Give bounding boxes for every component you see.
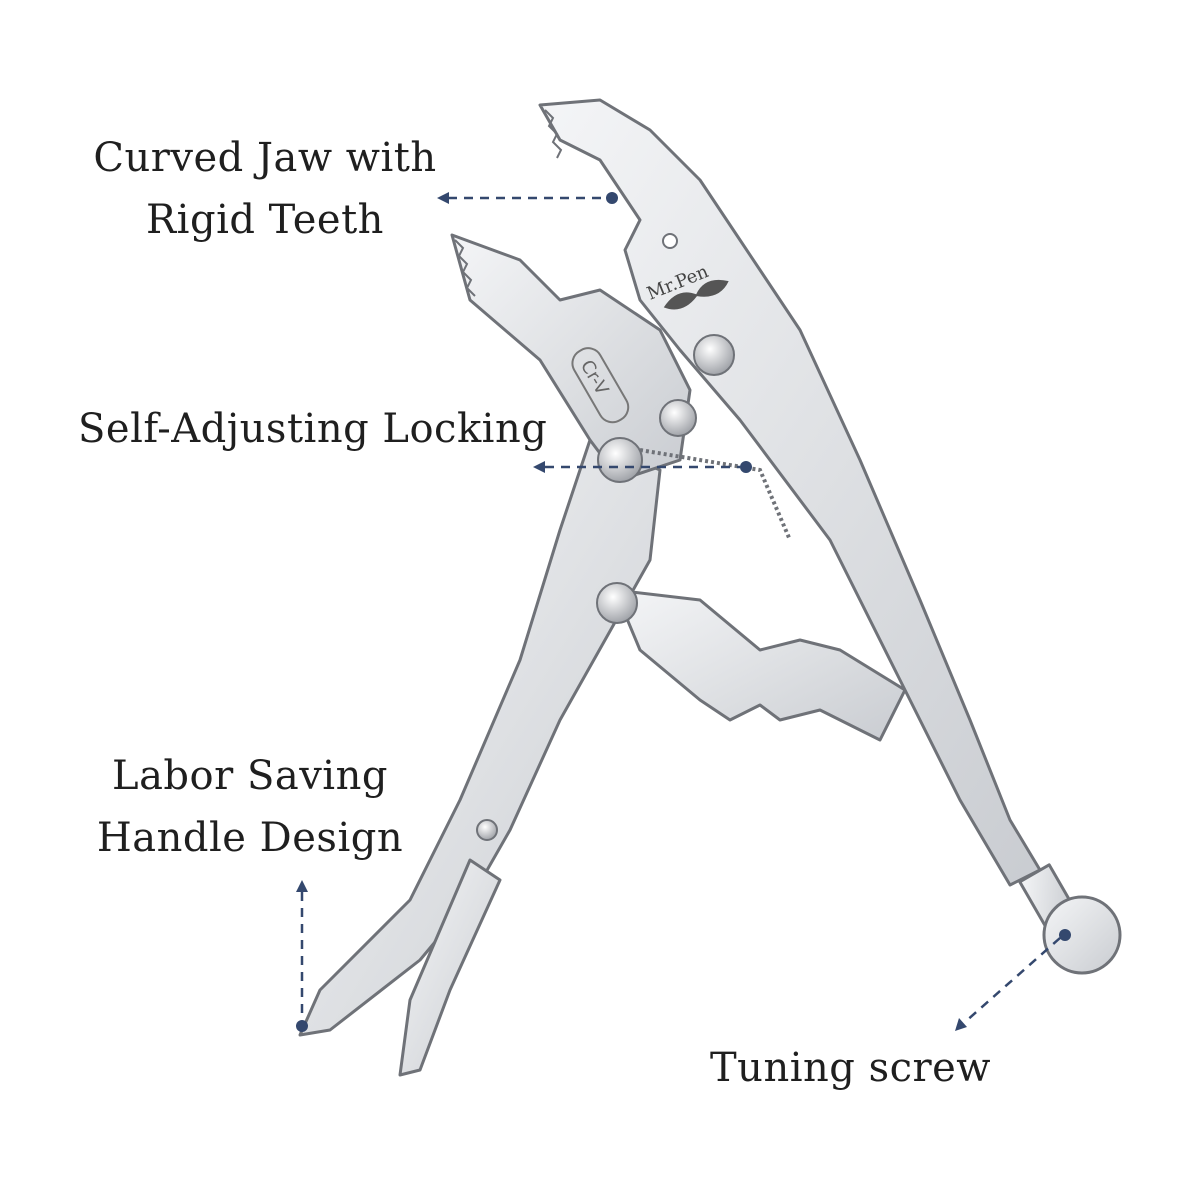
tuning-screw-knob	[1042, 895, 1122, 975]
arrowhead-icon	[533, 461, 545, 473]
handle-callout-line2: Handle Design	[96, 815, 404, 861]
mustache-icon	[663, 279, 729, 310]
rivet	[659, 399, 697, 437]
arrowhead-icon	[955, 1018, 967, 1031]
rivet	[662, 233, 678, 249]
spring	[639, 448, 792, 541]
handle-callout-dot	[296, 1020, 308, 1032]
upper-jaw-and-handle	[538, 98, 1042, 887]
jaw-callout-line2: Rigid Teeth	[146, 197, 384, 243]
jaw-callout-label: Curved Jaw with Rigid Teeth	[75, 127, 455, 251]
screw-callout-label: Tuning screw	[710, 1045, 992, 1091]
screw-callout-dot	[1059, 929, 1071, 941]
release-link-bar	[613, 588, 907, 742]
rivet	[596, 582, 638, 624]
handle-callout-line1: Labor Saving	[112, 753, 388, 799]
locking-callout-label: Self-Adjusting Locking	[78, 406, 548, 452]
arrowhead-icon	[437, 192, 449, 204]
upper-jaw-teeth	[544, 109, 563, 159]
rivet	[476, 819, 498, 841]
jaw-callout-line1: Curved Jaw with	[93, 135, 437, 181]
lower-handle-tail	[398, 858, 502, 1077]
locking-callout-dot	[740, 461, 752, 473]
lower-handle	[298, 438, 662, 1037]
screw-callout-line	[964, 937, 1061, 1023]
jaw-callout-dot	[606, 192, 618, 204]
lower-jaw-teeth	[454, 239, 476, 297]
rivet	[693, 334, 735, 376]
rivet	[597, 437, 643, 483]
handle-callout-label: Labor Saving Handle Design	[80, 745, 420, 869]
arrowhead-icon	[296, 880, 308, 892]
